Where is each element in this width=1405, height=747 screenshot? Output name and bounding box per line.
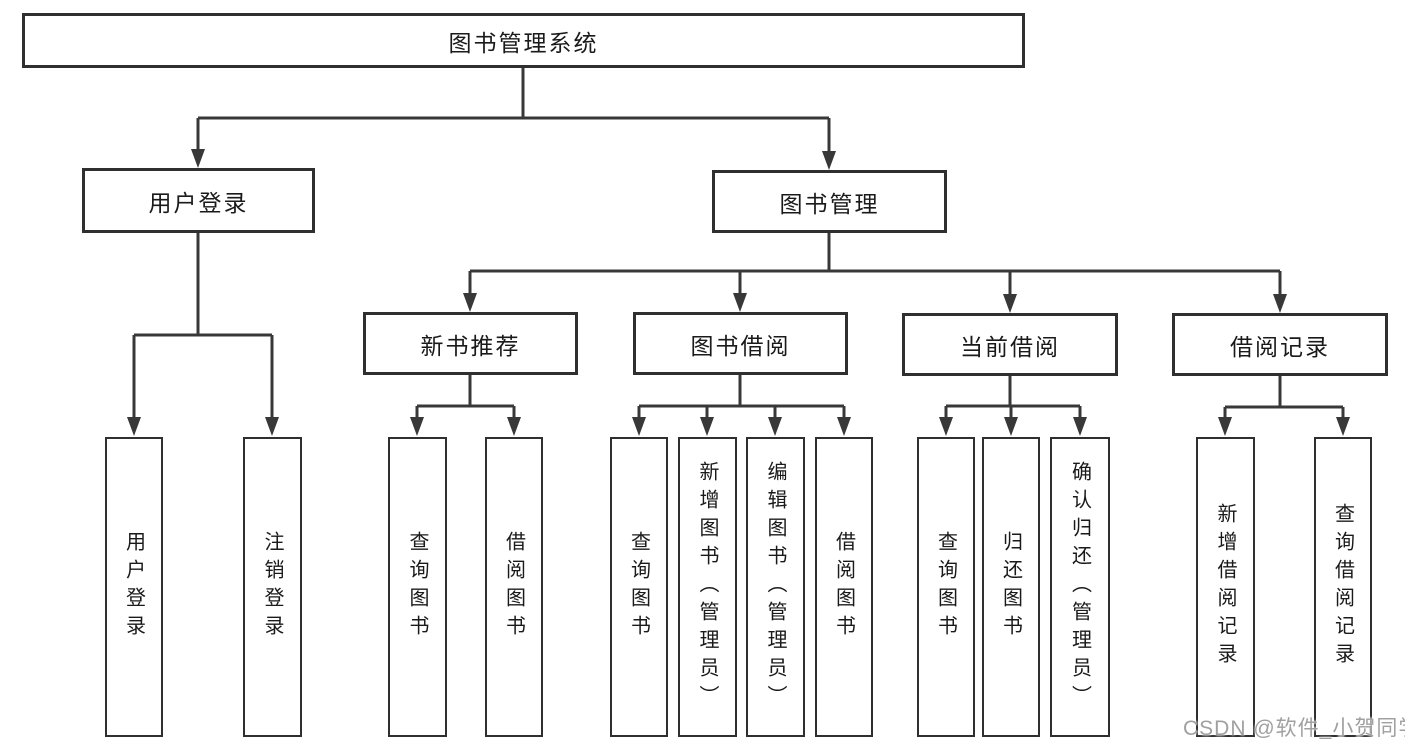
leaf-label: 新增图书（管理员） xyxy=(696,461,718,713)
node-label: 当前借阅 xyxy=(960,333,1060,360)
leaf-return-books: 归还图书 xyxy=(982,437,1040,737)
leaf-query-books-current: 查询图书 xyxy=(917,437,975,737)
leaf-user-login: 用户登录 xyxy=(105,437,163,737)
leaf-label: 借阅图书 xyxy=(832,531,855,643)
node-new-book-recommend: 新书推荐 xyxy=(363,312,578,375)
leaf-label: 查询借阅记录 xyxy=(1331,503,1354,671)
leaf-query-books-recommend: 查询图书 xyxy=(388,437,447,737)
leaf-borrow-books: 借阅图书 xyxy=(815,437,873,737)
node-label: 借阅记录 xyxy=(1230,333,1330,360)
leaf-label: 用户登录 xyxy=(122,531,145,643)
node-label: 图书管理 xyxy=(779,190,880,217)
leaf-confirm-return-admin: 确认归还（管理员） xyxy=(1050,437,1110,737)
leaf-query-books-borrowing: 查询图书 xyxy=(610,437,668,737)
csdn-watermark: CSDN @软件_小贺同学 xyxy=(1183,717,1405,740)
node-user-login: 用户登录 xyxy=(82,168,315,233)
leaf-add-books-admin: 新增图书（管理员） xyxy=(678,437,737,737)
node-borrowing-records: 借阅记录 xyxy=(1172,313,1388,376)
leaf-label: 查询图书 xyxy=(627,531,650,643)
leaf-label: 注销登录 xyxy=(261,531,283,643)
leaf-label: 借阅图书 xyxy=(502,531,525,643)
node-label: 新书推荐 xyxy=(420,332,521,359)
leaf-label: 查询图书 xyxy=(934,531,957,643)
leaf-label: 确认归还（管理员） xyxy=(1068,461,1091,713)
node-root-library-management-system: 图书管理系统 xyxy=(22,13,1025,68)
leaf-label: 归还图书 xyxy=(999,531,1022,643)
leaf-edit-books-admin: 编辑图书（管理员） xyxy=(746,437,805,737)
node-label: 图书借阅 xyxy=(690,332,791,359)
node-label: 用户登录 xyxy=(148,189,249,216)
leaf-add-borrow-record: 新增借阅记录 xyxy=(1196,437,1255,737)
leaf-borrow-books-recommend: 借阅图书 xyxy=(485,437,543,737)
node-book-management: 图书管理 xyxy=(712,170,947,233)
leaf-label: 编辑图书（管理员） xyxy=(764,461,786,713)
leaf-label: 查询图书 xyxy=(406,531,428,643)
leaf-logout: 注销登录 xyxy=(243,437,302,737)
node-current-borrowing: 当前借阅 xyxy=(902,313,1118,376)
leaf-query-borrow-record: 查询借阅记录 xyxy=(1314,437,1372,737)
tree-edges xyxy=(132,68,1345,424)
node-label: 图书管理系统 xyxy=(448,29,599,56)
node-book-borrowing: 图书借阅 xyxy=(633,312,848,375)
leaf-label: 新增借阅记录 xyxy=(1214,503,1236,671)
